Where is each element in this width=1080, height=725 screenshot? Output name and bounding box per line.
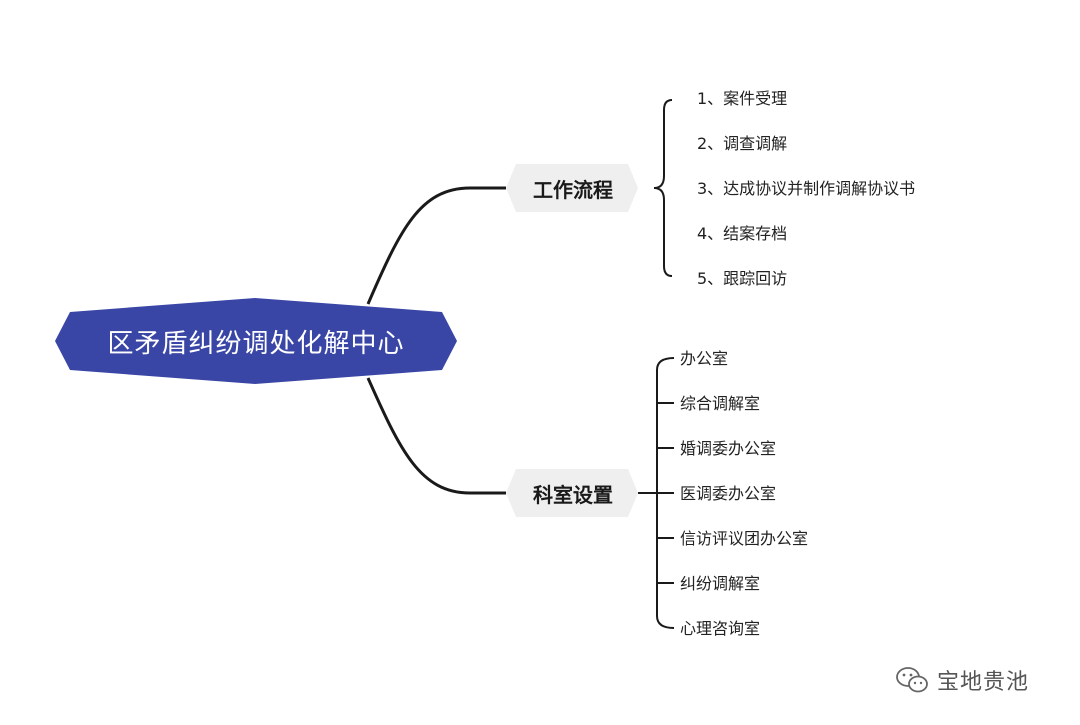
- connector-root-to-departments: [366, 377, 506, 495]
- departments-node-shape: [506, 469, 638, 517]
- workflow-node-shape: [506, 164, 638, 212]
- workflow-item: 3、达成协议并制作调解协议书: [697, 179, 916, 198]
- workflow-item: 4、结案存档: [697, 224, 788, 243]
- branch-departments-label: 科室设置: [533, 482, 613, 507]
- connector-root-to-workflow: [366, 186, 506, 305]
- workflow-item: 2、调查调解: [697, 134, 788, 153]
- department-item: 信访评议团办公室: [680, 529, 809, 548]
- department-item: 医调委办公室: [680, 484, 777, 503]
- department-item: 办公室: [680, 349, 729, 368]
- root-node-shadow-bottom: [70, 370, 442, 384]
- root-node-shadow-top: [70, 298, 442, 312]
- department-item: 综合调解室: [680, 394, 761, 413]
- workflow-item: 1、案件受理: [697, 89, 788, 108]
- root-node-shape: [55, 312, 457, 370]
- department-item: 婚调委办公室: [680, 439, 777, 458]
- wechat-icon: [896, 667, 928, 693]
- watermark-text: 宝地贵池: [937, 670, 1030, 695]
- branch-workflow-label: 工作流程: [533, 177, 613, 202]
- workflow-item: 5、跟踪回访: [697, 269, 788, 288]
- department-item: 纠纷调解室: [680, 574, 761, 593]
- workflow-brace: [653, 99, 673, 277]
- watermark: 宝地贵池: [895, 664, 1029, 696]
- root-node-label: 区矛盾纠纷调处化解中心: [107, 328, 405, 359]
- department-item: 心理咨询室: [680, 619, 761, 638]
